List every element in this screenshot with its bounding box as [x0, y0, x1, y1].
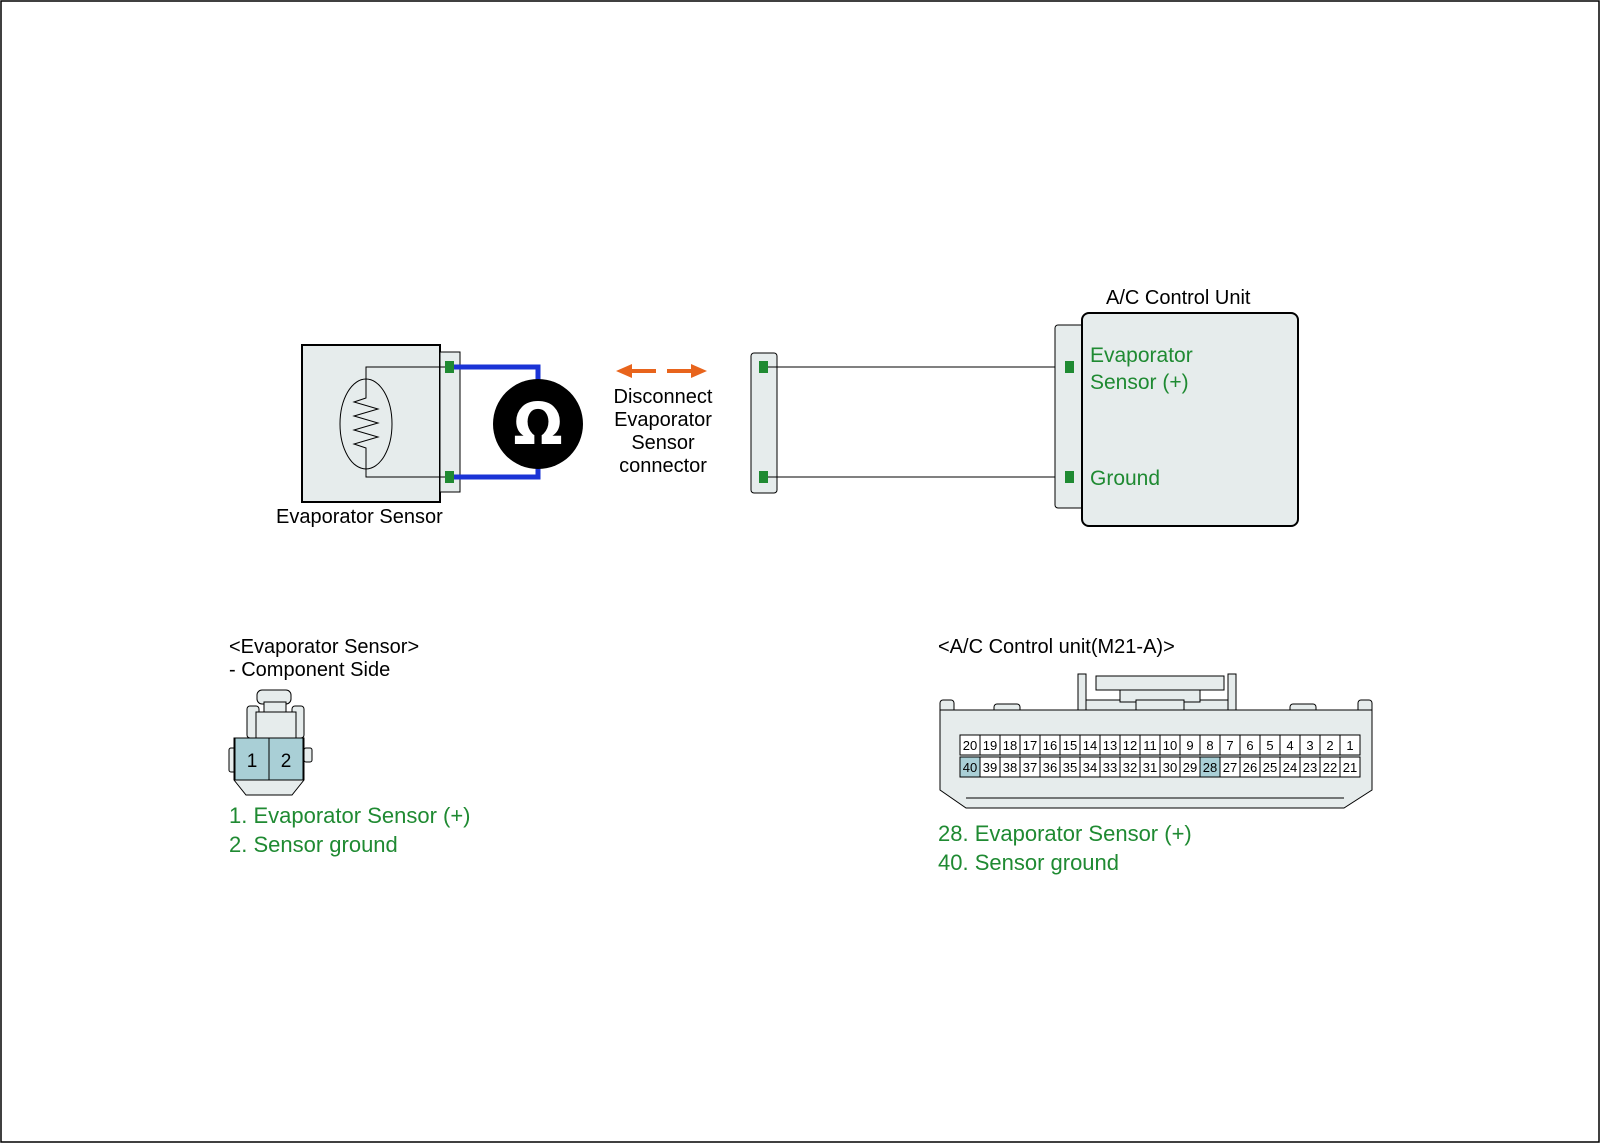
disconnect-note-line-3: Sensor — [631, 432, 695, 454]
acu-body — [1081, 312, 1299, 527]
acu-pin-label-24: 24 — [1283, 760, 1297, 775]
acu-pin-label-29: 29 — [1183, 760, 1197, 775]
acu-pin-label-23: 23 — [1303, 760, 1317, 775]
acu-pin-label-11: 11 — [1143, 738, 1157, 753]
acu-connector-legend: 28. Evaporator Sensor (+) 40. Sensor gro… — [938, 819, 1192, 877]
evap-connector-drawing: 1 2 — [228, 689, 313, 796]
acu-pin-label-39: 39 — [983, 760, 997, 775]
acu-pin-bottom-label: Ground — [1090, 467, 1161, 490]
ohm-symbol: Ω — [513, 390, 562, 458]
acu-pin-label-14: 14 — [1083, 738, 1097, 753]
acu-pin-label-38: 38 — [1003, 760, 1017, 775]
acu-pin-label-20: 20 — [963, 738, 977, 753]
acu-pin-label-17: 17 — [1023, 738, 1037, 753]
evaporator-sensor-label: Evaporator Sensor — [276, 506, 443, 528]
acu-pin-label-25: 25 — [1263, 760, 1277, 775]
acu-pin-label-5: 5 — [1266, 738, 1273, 753]
acu-pin-top-label: Evaporator Sensor (+) — [1090, 342, 1193, 396]
acu-pin-top-line-1: Evaporator — [1090, 344, 1193, 367]
acu-pin-cell-21 — [1339, 756, 1361, 778]
acu-pin-label-33: 33 — [1103, 760, 1117, 775]
ohmmeter: Ω — [454, 364, 583, 480]
acu-pin-label-8: 8 — [1206, 738, 1213, 753]
acu-pin-label-32: 32 — [1123, 760, 1137, 775]
evap-legend-item-1: 1. Evaporator Sensor (+) — [229, 803, 471, 828]
disconnect-note-line-1: Disconnect — [613, 386, 713, 408]
ohmmeter-icon — [493, 379, 583, 469]
acu-pin-label-13: 13 — [1103, 738, 1117, 753]
acu-pin-label-1: 1 — [1346, 738, 1353, 753]
acu-connector-title: <A/C Control unit(M21-A)> — [938, 636, 1175, 658]
acu-pin-label-34: 34 — [1083, 760, 1097, 775]
acu-pin-label-19: 19 — [983, 738, 997, 753]
disconnect-note: Disconnect Evaporator Sensor connector — [598, 386, 728, 478]
arrow-left-icon — [616, 364, 632, 378]
evaporator-sensor — [301, 344, 461, 503]
sensor-lead-bottom — [365, 473, 450, 478]
evap-conn-neck — [255, 711, 297, 739]
evap-legend-item-2: 2. Sensor ground — [229, 832, 398, 857]
acu-pin-label-40: 40 — [963, 760, 977, 775]
evap-pin-label-1: 1 — [247, 751, 258, 772]
harness-terminal-2 — [759, 471, 768, 483]
sensor-lead-top — [365, 366, 450, 379]
acu-pin-label-37: 37 — [1023, 760, 1037, 775]
acu-pin-top-line-2: Sensor (+) — [1090, 371, 1189, 394]
acu-pin-label-6: 6 — [1246, 738, 1253, 753]
disconnect-note-line-4: connector — [619, 455, 707, 477]
acu-pin-label-31: 31 — [1143, 760, 1157, 775]
acu-pin-label-4: 4 — [1286, 738, 1293, 753]
evap-connector-subtitle: - Component Side — [229, 659, 391, 681]
acu-pin-label-27: 27 — [1223, 760, 1237, 775]
acu-pin-label-36: 36 — [1043, 760, 1057, 775]
acu-conn-latch-cap — [1095, 675, 1225, 691]
acu-pin-label-18: 18 — [1003, 738, 1017, 753]
acu-pin-label-26: 26 — [1243, 760, 1257, 775]
evap-conn-side-right — [303, 747, 313, 763]
harness-terminal-1 — [759, 361, 768, 373]
ac-control-unit-title: A/C Control Unit — [1106, 287, 1251, 309]
disconnect-note-line-2: Evaporator — [614, 409, 712, 431]
acu-legend-item-1: 28. Evaporator Sensor (+) — [938, 821, 1192, 846]
acu-pin-cell-1 — [1339, 734, 1361, 756]
acu-pin-label-28: 28 — [1203, 760, 1217, 775]
evap-connector-title: <Evaporator Sensor> — [229, 636, 420, 658]
arrow-right-icon — [691, 364, 707, 378]
acu-pin-label-3: 3 — [1306, 738, 1313, 753]
acu-pin-label-15: 15 — [1063, 738, 1077, 753]
harness — [750, 352, 1065, 494]
ac-control-unit — [1054, 312, 1299, 527]
acu-pin-label-35: 35 — [1063, 760, 1077, 775]
harness-connector — [750, 352, 778, 494]
acu-legend-item-2: 40. Sensor ground — [938, 850, 1120, 875]
sensor-terminal-1 — [445, 361, 454, 373]
acu-pin-label-10: 10 — [1163, 738, 1177, 753]
sensor-connector-housing — [439, 351, 461, 493]
acu-pin-label-21: 21 — [1343, 760, 1357, 775]
sensor-body — [301, 344, 441, 503]
disconnect-arrows — [616, 364, 707, 378]
sensor-terminal-2 — [445, 471, 454, 483]
acu-pin-label-9: 9 — [1186, 738, 1193, 753]
acu-pin-label-30: 30 — [1163, 760, 1177, 775]
acu-pin-label-7: 7 — [1226, 738, 1233, 753]
evap-pin-label-2: 2 — [281, 751, 292, 772]
acu-pin-label-16: 16 — [1043, 738, 1057, 753]
thermistor-zigzag — [352, 379, 380, 473]
acu-pin-label-12: 12 — [1123, 738, 1137, 753]
acu-pin-label-2: 2 — [1326, 738, 1333, 753]
acu-terminal-2 — [1065, 471, 1074, 483]
evap-connector-legend: 1. Evaporator Sensor (+) 2. Sensor groun… — [229, 801, 471, 859]
acu-terminal-1 — [1065, 361, 1074, 373]
acu-pin-label-22: 22 — [1323, 760, 1337, 775]
evap-conn-pin-2 — [268, 737, 304, 781]
